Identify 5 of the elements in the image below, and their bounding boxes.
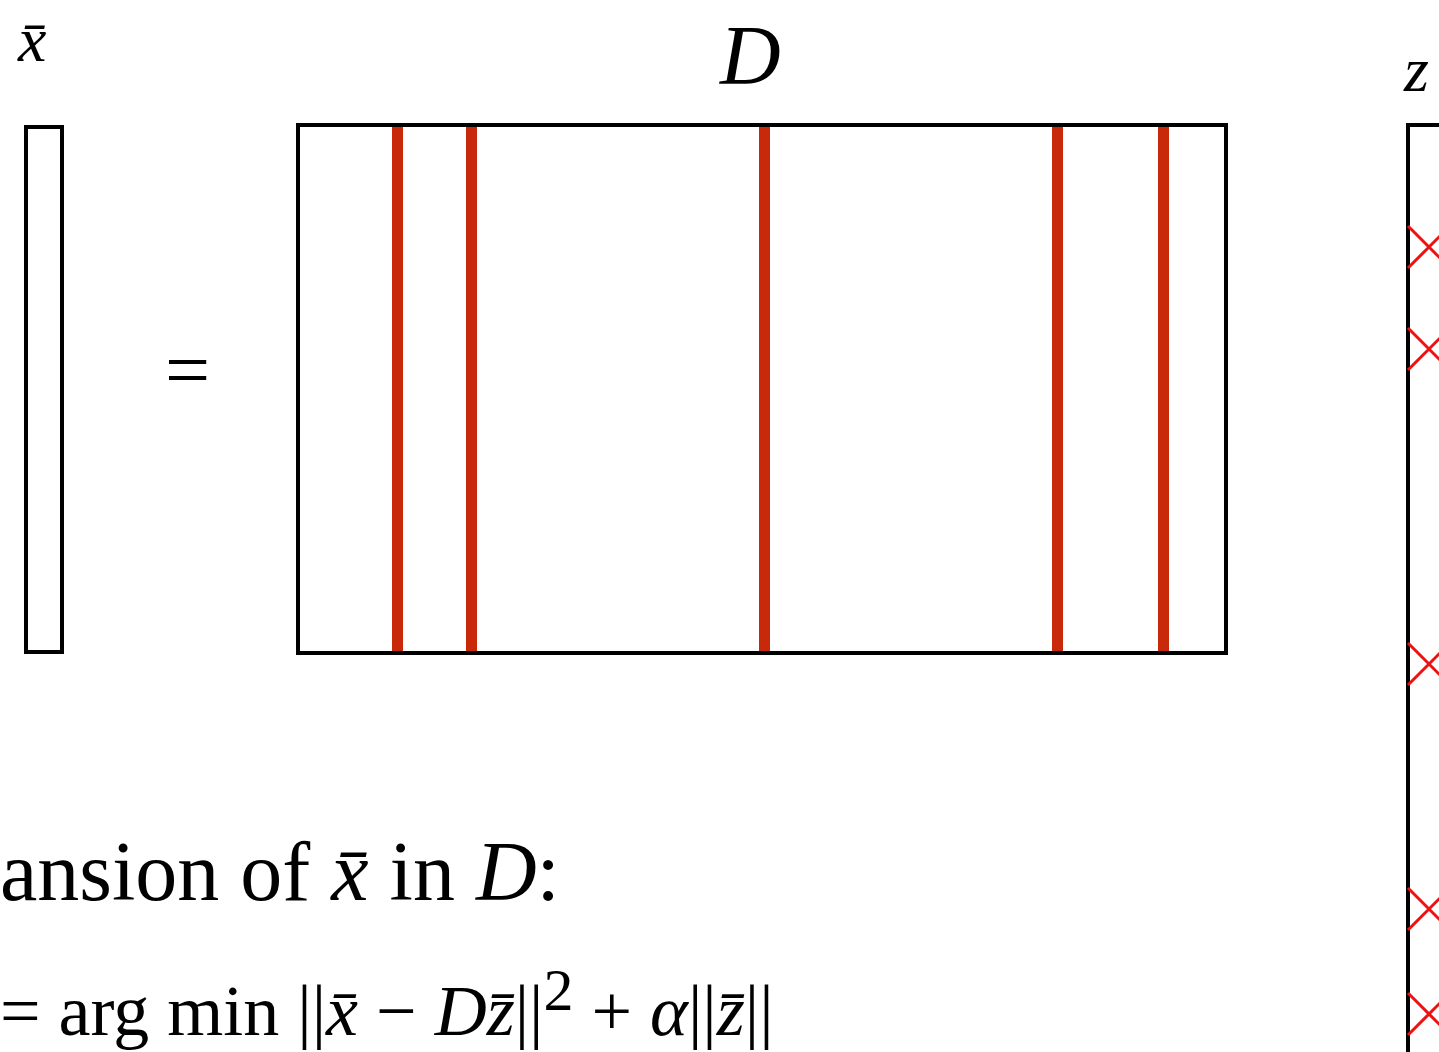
matrix-label: D	[720, 14, 781, 98]
vector-label: z	[1404, 38, 1429, 102]
vector-label: x̄	[18, 8, 47, 72]
caption-text: ansion of x̄ in D:	[0, 830, 560, 914]
equals-sign: =	[165, 330, 211, 410]
